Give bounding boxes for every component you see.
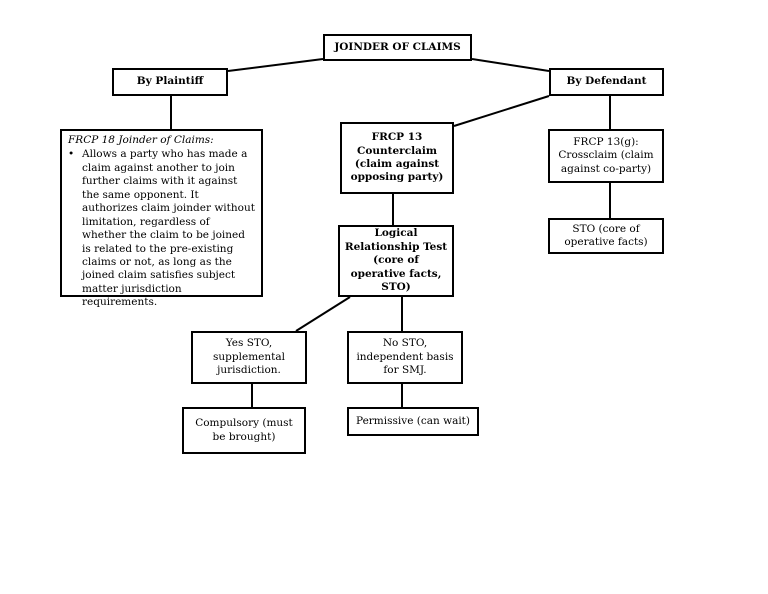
frcp13-line3: (claim against opposing party) bbox=[350, 158, 444, 184]
sto-box: STO (core of operative facts) bbox=[548, 218, 664, 254]
no-sto-label: No STO, independent basis for SMJ. bbox=[356, 337, 454, 377]
by-defendant-box: By Defendant bbox=[549, 68, 664, 96]
crossclaim-box: FRCP 13(g): Crossclaim (claim against co… bbox=[548, 129, 664, 183]
permissive-box: Permissive (can wait) bbox=[347, 407, 479, 436]
diagram-title: JOINDER OF CLAIMS bbox=[334, 40, 461, 53]
by-defendant-label: By Defendant bbox=[566, 75, 647, 88]
frcp18-bullet-text: Allows a party who has made a claim agai… bbox=[82, 148, 255, 309]
frcp13-line1: FRCP 13 bbox=[371, 131, 423, 144]
permissive-label: Permissive (can wait) bbox=[355, 414, 471, 427]
frcp18-bullet-item: • Allows a party who has made a claim ag… bbox=[68, 148, 255, 309]
frcp18-heading: FRCP 18 Joinder of Claims: bbox=[68, 134, 214, 146]
frcp13-counterclaim-box: FRCP 13 Counterclaim (claim against oppo… bbox=[340, 122, 454, 194]
bullet-icon: • bbox=[68, 148, 75, 161]
frcp13-line2: Counterclaim bbox=[357, 144, 437, 157]
logical-relationship-label: Logical Relationship Test (core of opera… bbox=[344, 227, 448, 294]
compulsory-box: Compulsory (must be brought) bbox=[182, 407, 306, 454]
by-plaintiff-label: By Plaintiff bbox=[136, 75, 204, 88]
frcp18-box: FRCP 18 Joinder of Claims: • Allows a pa… bbox=[60, 129, 263, 308]
yes-sto-label: Yes STO, supplemental jurisdiction. bbox=[213, 337, 285, 377]
compulsory-label: Compulsory (must be brought) bbox=[195, 417, 293, 443]
crossclaim-line2: Crossclaim (claim against co-party) bbox=[558, 149, 654, 175]
title-box: JOINDER OF CLAIMS bbox=[323, 34, 472, 61]
sto-label: STO (core of operative facts) bbox=[564, 222, 648, 248]
logical-relationship-test-box: Logical Relationship Test (core of opera… bbox=[338, 225, 454, 297]
yes-sto-box: Yes STO, supplemental jurisdiction. bbox=[191, 331, 307, 384]
no-sto-box: No STO, independent basis for SMJ. bbox=[347, 331, 463, 384]
crossclaim-line1: FRCP 13(g): bbox=[573, 135, 639, 148]
by-plaintiff-box: By Plaintiff bbox=[112, 68, 228, 96]
